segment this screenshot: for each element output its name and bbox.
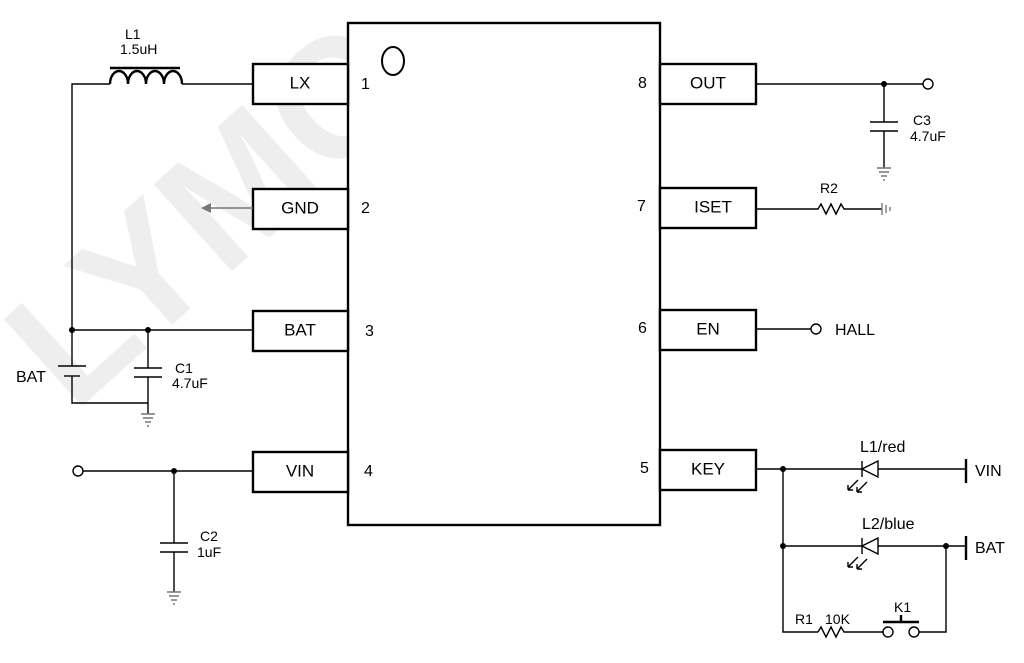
pin-key-label: KEY (691, 459, 725, 478)
pin-vin-label: VIN (286, 461, 314, 480)
bat-net-label: BAT (975, 540, 1005, 557)
pin-gnd-label: GND (281, 198, 319, 217)
capacitor-c1: C1 4.7uF (134, 330, 208, 427)
pin-bat-label: BAT (284, 320, 316, 339)
pin-out: OUT 8 (638, 62, 934, 106)
pin-out-number: 8 (638, 75, 647, 92)
pin-gnd-number: 2 (361, 200, 370, 217)
capacitor-c2-value: 1uF (197, 544, 221, 560)
inductor-l1-value: 1.5uH (120, 41, 157, 57)
pin-vin: VIN 4 (72, 450, 373, 494)
pin-lx-number: 1 (361, 76, 370, 93)
hall-net-label: HALL (835, 322, 875, 339)
capacitor-c2: C2 1uF (160, 471, 221, 605)
pin-key-number: 5 (640, 460, 649, 477)
pin-bat-number: 3 (365, 323, 374, 340)
led-blue-label: L2/blue (862, 516, 915, 533)
pin-iset-label: ISET (694, 197, 732, 216)
pin-out-label: OUT (690, 73, 726, 92)
resistor-r2-ref: R2 (820, 180, 838, 196)
resistor-r1-ref: R1 (795, 611, 813, 627)
pin-lx-label: LX (290, 73, 311, 92)
inductor-l1-ref: L1 (125, 26, 141, 42)
inductor-l1: L1 1.5uH (71, 26, 253, 330)
switch-k1: K1 (882, 546, 947, 638)
capacitor-c3: C3 4.7uF (870, 84, 946, 181)
capacitor-c1-ref: C1 (175, 360, 193, 376)
battery-label: BAT (16, 369, 46, 386)
capacitor-c3-ref: C3 (913, 112, 931, 128)
switch-k1-ref: K1 (894, 599, 911, 615)
capacitor-c2-ref: C2 (200, 528, 218, 544)
pin-lx: LX 1 (251, 62, 370, 106)
capacitor-c1-value: 4.7uF (172, 375, 208, 391)
resistor-r1-value: 10K (825, 611, 851, 627)
pin-iset: ISET 7 R2 (637, 180, 891, 230)
vin-net-label: VIN (975, 463, 1002, 480)
pin-iset-number: 7 (637, 198, 646, 215)
ic-body (346, 21, 662, 527)
ground-arrow (201, 203, 211, 213)
pin-key: KEY 5 (640, 448, 862, 633)
pin-gnd: GND 2 (201, 187, 370, 231)
led-red: L1/red VIN (847, 439, 1002, 493)
led-red-label: L1/red (860, 439, 905, 456)
pin-en-label: EN (696, 319, 720, 338)
led-blue: L2/blue BAT (783, 516, 1005, 570)
pin-en: EN 6 HALL (638, 308, 875, 352)
resistor-r1: R1 10K (795, 611, 883, 639)
pin-vin-number: 4 (364, 463, 373, 480)
pin1-marker (381, 46, 405, 76)
pin-bat: BAT 3 (69, 309, 374, 353)
capacitor-c3-value: 4.7uF (910, 128, 946, 144)
pin-en-number: 6 (638, 320, 647, 337)
battery: BAT (16, 330, 148, 404)
